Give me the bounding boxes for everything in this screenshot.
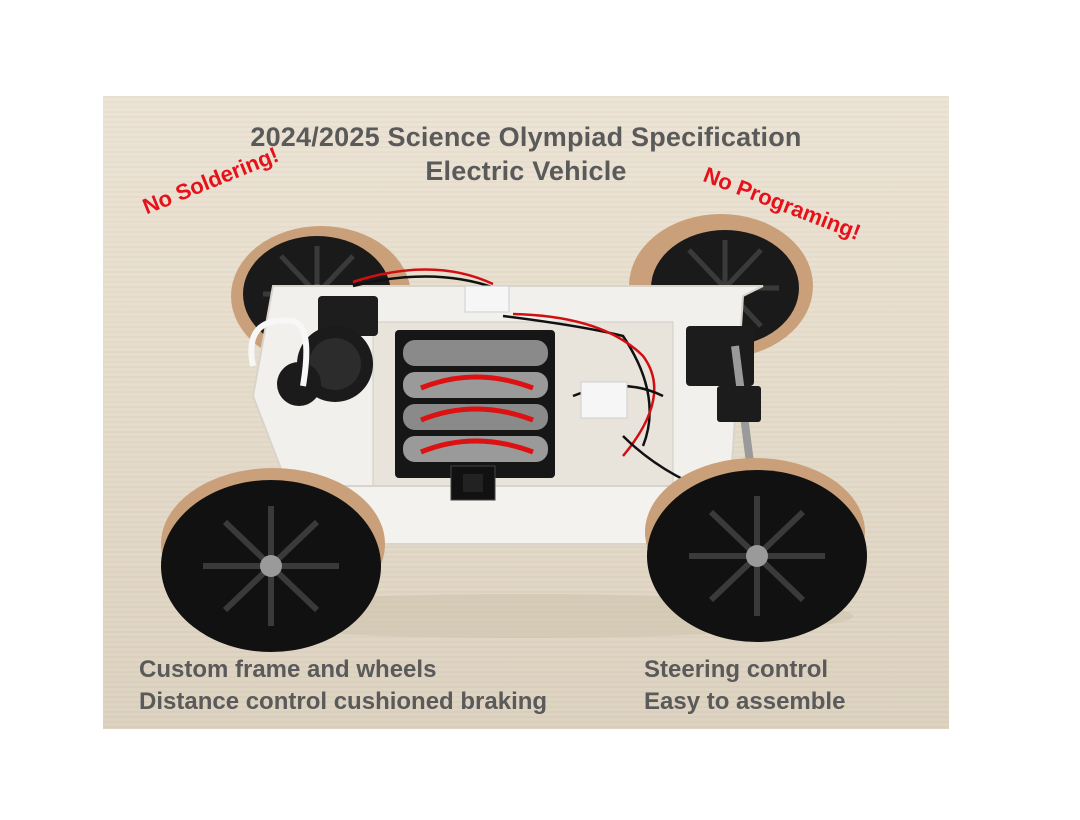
battery-pack	[395, 330, 555, 501]
connector-block-right	[580, 381, 628, 419]
electric-vehicle-illustration	[161, 214, 867, 652]
connector-block-top	[464, 285, 510, 313]
heading-line-1: 2024/2025 Science Olympiad Specification	[250, 122, 802, 152]
front-left-wheel	[161, 468, 385, 652]
motor-gearbox	[248, 296, 378, 406]
heading-line-2: Electric Vehicle	[425, 156, 627, 186]
feature-distance-control: Distance control cushioned braking	[139, 688, 548, 715]
feature-custom-frame: Custom frame and wheels	[139, 656, 437, 683]
feature-steering-control: Steering control	[644, 656, 829, 683]
front-right-wheel	[645, 458, 867, 642]
product-photo: 2024/2025 Science Olympiad Specification…	[103, 96, 949, 729]
feature-easy-assembly: Easy to assemble	[644, 688, 846, 715]
